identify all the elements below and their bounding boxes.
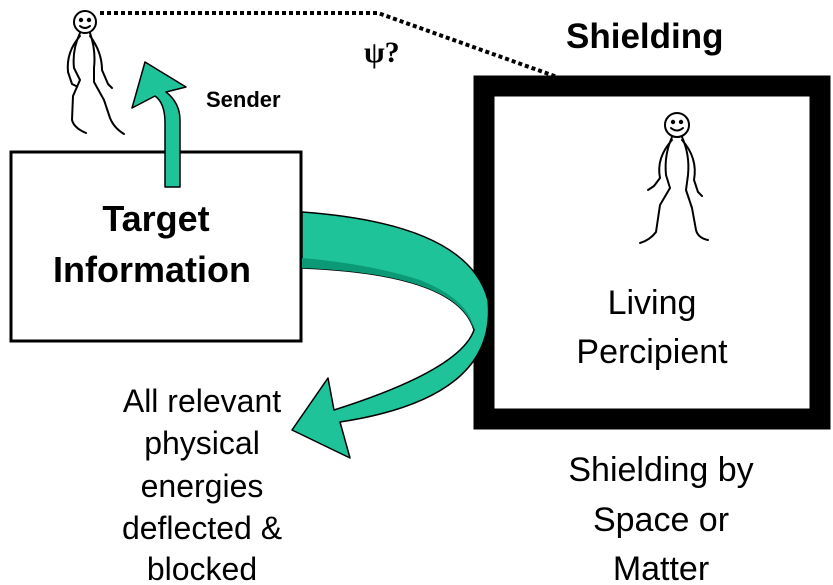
energies-label-line3: energies [141, 468, 264, 504]
percipient-figure-icon [639, 112, 709, 244]
shield-by-label-line1: Shielding by [568, 451, 753, 489]
target-label-line1: Target [102, 198, 209, 239]
shielding-title: Shielding [566, 17, 724, 56]
shield-by-label-line3: Matter [613, 550, 709, 585]
percipient-label-line1: Living [608, 284, 697, 322]
psi-label: ψ? [364, 36, 400, 69]
curved-up-arrow-icon [131, 61, 187, 188]
energies-label-line4: deflected & [122, 510, 282, 546]
shield-by-label-line2: Space or [593, 501, 729, 539]
energies-label-line1: All relevant [123, 383, 281, 419]
sender-figure-icon [66, 10, 125, 135]
energies-label-line2: physical [144, 425, 260, 461]
deflection-arrow-shade [302, 258, 474, 330]
sender-label: Sender [206, 87, 281, 112]
shielding-box [473, 75, 831, 430]
target-information-box [9, 150, 303, 343]
percipient-label-line2: Percipient [576, 333, 728, 371]
target-label-line2: Information [53, 249, 251, 290]
deflection-arrow-icon [291, 211, 490, 459]
energies-label-line5: blocked [147, 551, 257, 585]
